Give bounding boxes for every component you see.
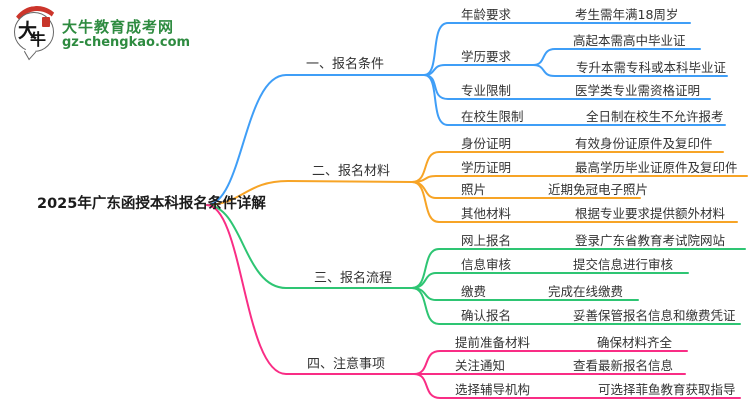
branch-3-item-1-leaf-1: 登录广东省教育考试院网站 bbox=[575, 233, 726, 248]
branch-3-item-3-leaf-1: 完成在线缴费 bbox=[548, 284, 624, 299]
branch-1-item-1-label: 年龄要求 bbox=[461, 7, 512, 22]
branch-1-label: 一、报名条件 bbox=[306, 57, 385, 72]
branch-4-lines bbox=[206, 204, 741, 399]
branch-1-item-4-label: 在校生限制 bbox=[461, 109, 524, 124]
branch-1-row-1-line bbox=[423, 22, 691, 76]
branch-1-item-2-leaf-1: 高起本需高中毕业证 bbox=[573, 33, 686, 48]
site-name: 大牛教育成考网 bbox=[62, 18, 175, 36]
branch-1-row-2-line bbox=[423, 64, 534, 76]
branch-1-row-2-leaf-2-line bbox=[532, 64, 728, 77]
branch-3-main-line bbox=[206, 204, 413, 289]
branch-2-item-1-leaf-1: 有效身份证原件及复印件 bbox=[575, 136, 713, 151]
branch-3-item-2-leaf-1: 提交信息进行审核 bbox=[573, 257, 674, 272]
branch-2-item-4-leaf-1: 根据专业要求提供额外材料 bbox=[575, 206, 726, 221]
branch-1-main-line bbox=[206, 74, 425, 206]
branch-4-main-line bbox=[206, 204, 415, 375]
logo-char-da: 大 bbox=[18, 20, 38, 42]
branch-2-item-2-leaf-1: 最高学历毕业证原件及复印件 bbox=[575, 160, 738, 175]
branch-3-item-2-label: 信息审核 bbox=[461, 257, 512, 272]
branch-3-item-4-leaf-1: 妥善保管报名信息和缴费凭证 bbox=[573, 308, 736, 323]
branch-2-item-1-label: 身份证明 bbox=[461, 136, 512, 151]
central-topic: 2025年广东函授本科报名条件详解 bbox=[37, 196, 266, 212]
branch-4-item-1-label: 提前准备材料 bbox=[455, 335, 531, 350]
branch-4-label: 四、注意事项 bbox=[307, 357, 386, 372]
branch-3-item-1-label: 网上报名 bbox=[461, 233, 512, 248]
branch-2-lines bbox=[206, 151, 748, 223]
branch-1-item-3-leaf-1: 医学类专业需资格证明 bbox=[575, 83, 701, 98]
branch-2-row-4-line bbox=[411, 181, 738, 223]
branch-4-item-3-leaf-1: 可选择菲鱼教育获取指导 bbox=[598, 382, 736, 397]
branch-3-lines bbox=[206, 204, 746, 325]
branch-4-item-2-label: 关注通知 bbox=[455, 358, 506, 373]
branch-2-main-line bbox=[206, 179, 413, 206]
logo-red-seal bbox=[42, 17, 50, 27]
branch-1-item-2-leaf-2: 专升本需专科或本科毕业证 bbox=[576, 60, 727, 75]
branch-1-row-4-line bbox=[423, 74, 726, 126]
logo-char-niu: 牛 bbox=[30, 30, 47, 49]
site-url: gz-chengkao.com bbox=[62, 35, 191, 50]
branch-2-item-3-label: 照片 bbox=[461, 182, 487, 197]
branch-4-item-1-leaf-1: 确保材料齐全 bbox=[597, 335, 673, 350]
branch-2-label: 二、报名材料 bbox=[312, 164, 391, 179]
branch-1-item-1-leaf-1: 考生需年满18周岁 bbox=[575, 7, 679, 22]
branch-3-label: 三、报名流程 bbox=[314, 271, 393, 286]
branch-2-item-4-label: 其他材料 bbox=[461, 206, 512, 221]
branch-1-item-3-label: 专业限制 bbox=[461, 83, 512, 98]
branch-4-item-3-label: 选择辅导机构 bbox=[455, 382, 531, 397]
branch-4-row-3-line bbox=[413, 373, 741, 399]
branch-3-row-4-line bbox=[411, 287, 741, 325]
branch-1-item-2-label: 学历要求 bbox=[461, 49, 512, 64]
branch-1-lines bbox=[206, 22, 728, 206]
branch-3-item-3-label: 缴费 bbox=[461, 284, 487, 299]
branch-1-item-4-leaf-1: 全日制在校生不允许报考 bbox=[586, 109, 724, 124]
branch-2-item-2-label: 学历证明 bbox=[461, 160, 512, 175]
branch-4-item-2-leaf-1: 查看最新报名信息 bbox=[573, 358, 674, 373]
branch-2-item-3-leaf-1: 近期免冠电子照片 bbox=[548, 182, 649, 197]
branch-3-item-4-label: 确认报名 bbox=[461, 308, 512, 323]
